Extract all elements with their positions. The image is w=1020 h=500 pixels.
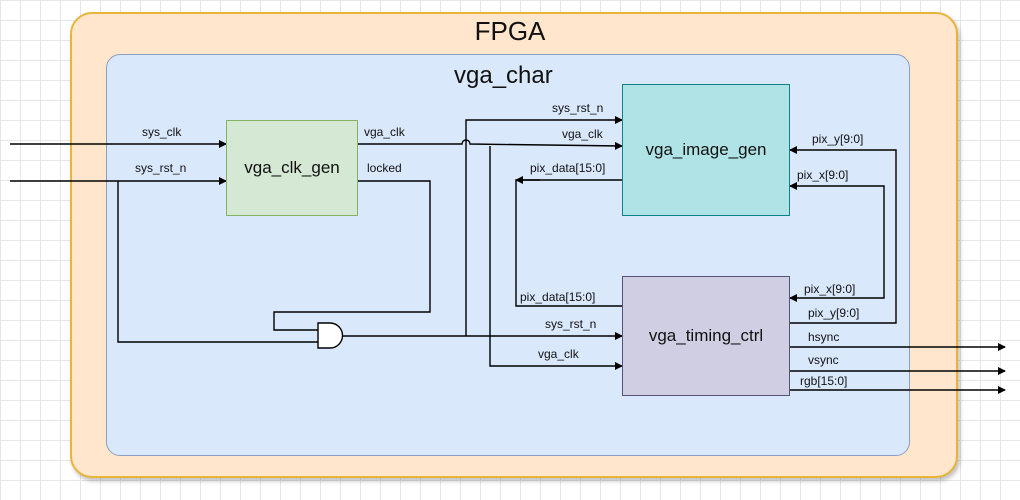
locked-label: locked xyxy=(367,161,402,175)
pix-x-wire xyxy=(789,182,885,302)
img-sys-rst-n-label: sys_rst_n xyxy=(552,101,604,115)
img-pix-x-label: pix_x[9:0] xyxy=(797,168,849,182)
rgb-label: rgb[15:0] xyxy=(800,374,848,388)
img-vga-clk-label: vga_clk xyxy=(562,127,603,141)
pix-y-wire xyxy=(789,146,897,324)
img-pix-y-label: pix_y[9:0] xyxy=(812,132,864,146)
vga-clk-gen-block: vga_clk_gen xyxy=(226,120,358,216)
vsync-label: vsync xyxy=(808,353,839,367)
clk-to-tim-wire xyxy=(489,146,623,370)
vga-clk-out-label: vga_clk xyxy=(364,125,405,139)
hsync-label: hsync xyxy=(808,330,840,344)
rst-to-and-wire xyxy=(117,181,318,343)
pix-data-wire xyxy=(515,179,622,307)
vga-timing-ctrl-block: vga_timing_ctrl xyxy=(622,276,790,396)
sys-clk-label: sys_clk xyxy=(142,125,182,139)
vga-image-gen-block: vga_image_gen xyxy=(622,84,790,216)
locked-to-and-wire xyxy=(273,180,431,331)
rst-to-img-wire xyxy=(465,116,623,336)
tim-sys-rst-n-label: sys_rst_n xyxy=(545,317,597,331)
and-gate xyxy=(317,322,344,349)
fpga-title: FPGA xyxy=(474,16,546,46)
img-pix-data-label: pix_data[15:0] xyxy=(530,161,606,175)
tim-vga-clk-label: vga_clk xyxy=(538,347,579,361)
tim-pix-data-label: pix_data[15:0] xyxy=(520,290,596,304)
tim-pix-x-label: pix_x[9:0] xyxy=(804,282,856,296)
vga-char-title: vga_char xyxy=(454,62,553,89)
sys-rst-n-label: sys_rst_n xyxy=(135,161,187,175)
tim-pix-y-label: pix_y[9:0] xyxy=(808,306,860,320)
